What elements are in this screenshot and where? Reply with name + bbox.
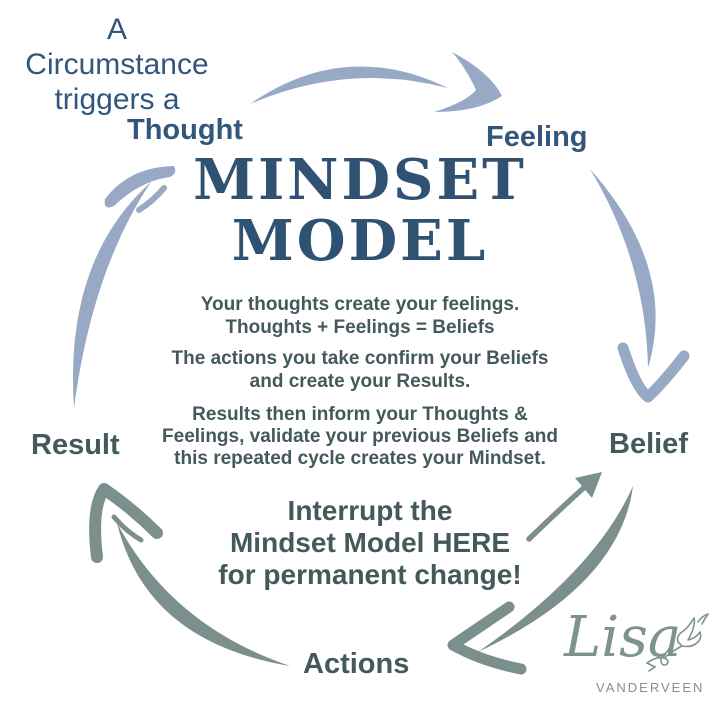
node-thought: Thought (127, 114, 243, 146)
interrupt-callout: Interrupt the Mindset Model HERE for per… (140, 495, 600, 591)
arrow-result-to-thought (72, 166, 176, 408)
paragraph-results-mindset: Results then inform your Thoughts & Feel… (125, 404, 595, 470)
node-result: Result (31, 429, 120, 461)
circumstance-caption: A Circumstance triggers a (6, 12, 228, 117)
logo-flourish-art (646, 613, 709, 672)
p1-line-2: Thoughts + Feelings = Beliefs (225, 317, 495, 338)
interrupt-line-1: Interrupt the (287, 495, 453, 526)
p3-line-1: Results then inform your Thoughts & (192, 404, 528, 425)
node-actions: Actions (303, 648, 410, 680)
paragraph-thoughts-feelings: Your thoughts create your feelings. Thou… (125, 293, 595, 339)
p2-line-1: The actions you take confirm your Belief… (171, 348, 549, 369)
arrow-actions-to-result (89, 483, 290, 666)
arrow-thought-to-feeling (250, 52, 502, 112)
node-belief: Belief (609, 428, 688, 460)
circumstance-line-1: A (106, 13, 127, 46)
paragraph-actions-results: The actions you take confirm your Belief… (125, 347, 595, 393)
page-title: MINDSET MODEL (140, 150, 580, 272)
node-feeling: Feeling (486, 121, 588, 153)
arrow-interrupt-to-belief (526, 472, 602, 542)
title-line-2: MODEL (231, 208, 489, 274)
circumstance-line-2: Circumstance (25, 48, 209, 81)
arrow-feeling-to-belief (590, 169, 690, 403)
lisa-vanderveen-logo: Lisa VANDERVEEN (552, 608, 717, 718)
p1-line-1: Your thoughts create your feelings. (200, 294, 520, 315)
p3-line-2: Feelings, validate your previous Beliefs… (162, 426, 558, 447)
interrupt-line-3: for permanent change! (218, 559, 522, 590)
title-line-1: MINDSET (193, 147, 527, 213)
logo-surname: VANDERVEEN (596, 680, 705, 695)
interrupt-line-2: Mindset Model HERE (229, 527, 510, 558)
circumstance-line-3: triggers a (54, 83, 180, 116)
logo-name: Lisa (564, 605, 682, 670)
dove-icon (676, 613, 709, 648)
arrow-belief-to-actions (447, 486, 633, 675)
flourish-swirl (646, 645, 683, 672)
p3-line-3: this repeated cycle creates your Mindset… (174, 448, 546, 469)
p2-line-2: and create your Results. (249, 371, 471, 392)
